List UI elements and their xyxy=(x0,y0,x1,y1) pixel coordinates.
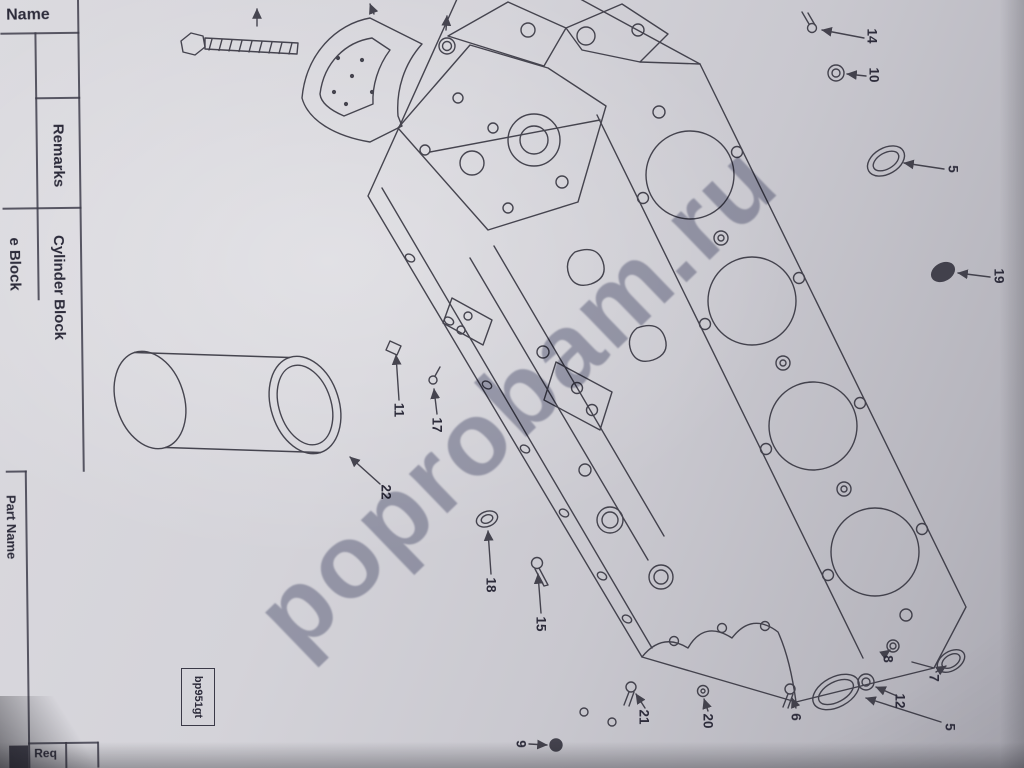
engine-block-outline xyxy=(367,0,967,703)
callout-20: 20 xyxy=(700,713,716,729)
deck-face-cylinder-bores xyxy=(636,105,929,622)
callout-5: 5 xyxy=(942,723,958,731)
timing-cover-face xyxy=(397,44,607,231)
callout-18: 18 xyxy=(483,577,499,593)
small-fasteners-and-plugs xyxy=(385,11,966,752)
callout-5: 5 xyxy=(945,165,961,173)
cylinder-liner xyxy=(113,350,342,455)
callout-8: 8 xyxy=(880,655,896,663)
main-bearing-cap xyxy=(301,17,423,143)
callout-6: 6 xyxy=(788,713,804,721)
callout-arrows xyxy=(252,3,991,750)
bolt-shank xyxy=(204,37,299,55)
o-ring xyxy=(438,37,456,55)
callout-15: 15 xyxy=(533,616,549,632)
callout-21: 21 xyxy=(636,709,652,725)
callout-19: 19 xyxy=(991,268,1007,284)
top-edge-structures xyxy=(447,1,701,67)
callout-11: 11 xyxy=(391,402,407,418)
figure-code-box: bp951gt xyxy=(181,668,215,726)
bolt-threads xyxy=(208,38,293,55)
callout-10: 10 xyxy=(866,67,882,83)
callout-14: 14 xyxy=(864,28,880,44)
loose-parts xyxy=(113,11,966,752)
callout-7: 7 xyxy=(926,674,942,682)
callout-12: 12 xyxy=(892,693,908,709)
callout-9: 9 xyxy=(513,740,529,748)
side-face-details xyxy=(404,245,797,703)
